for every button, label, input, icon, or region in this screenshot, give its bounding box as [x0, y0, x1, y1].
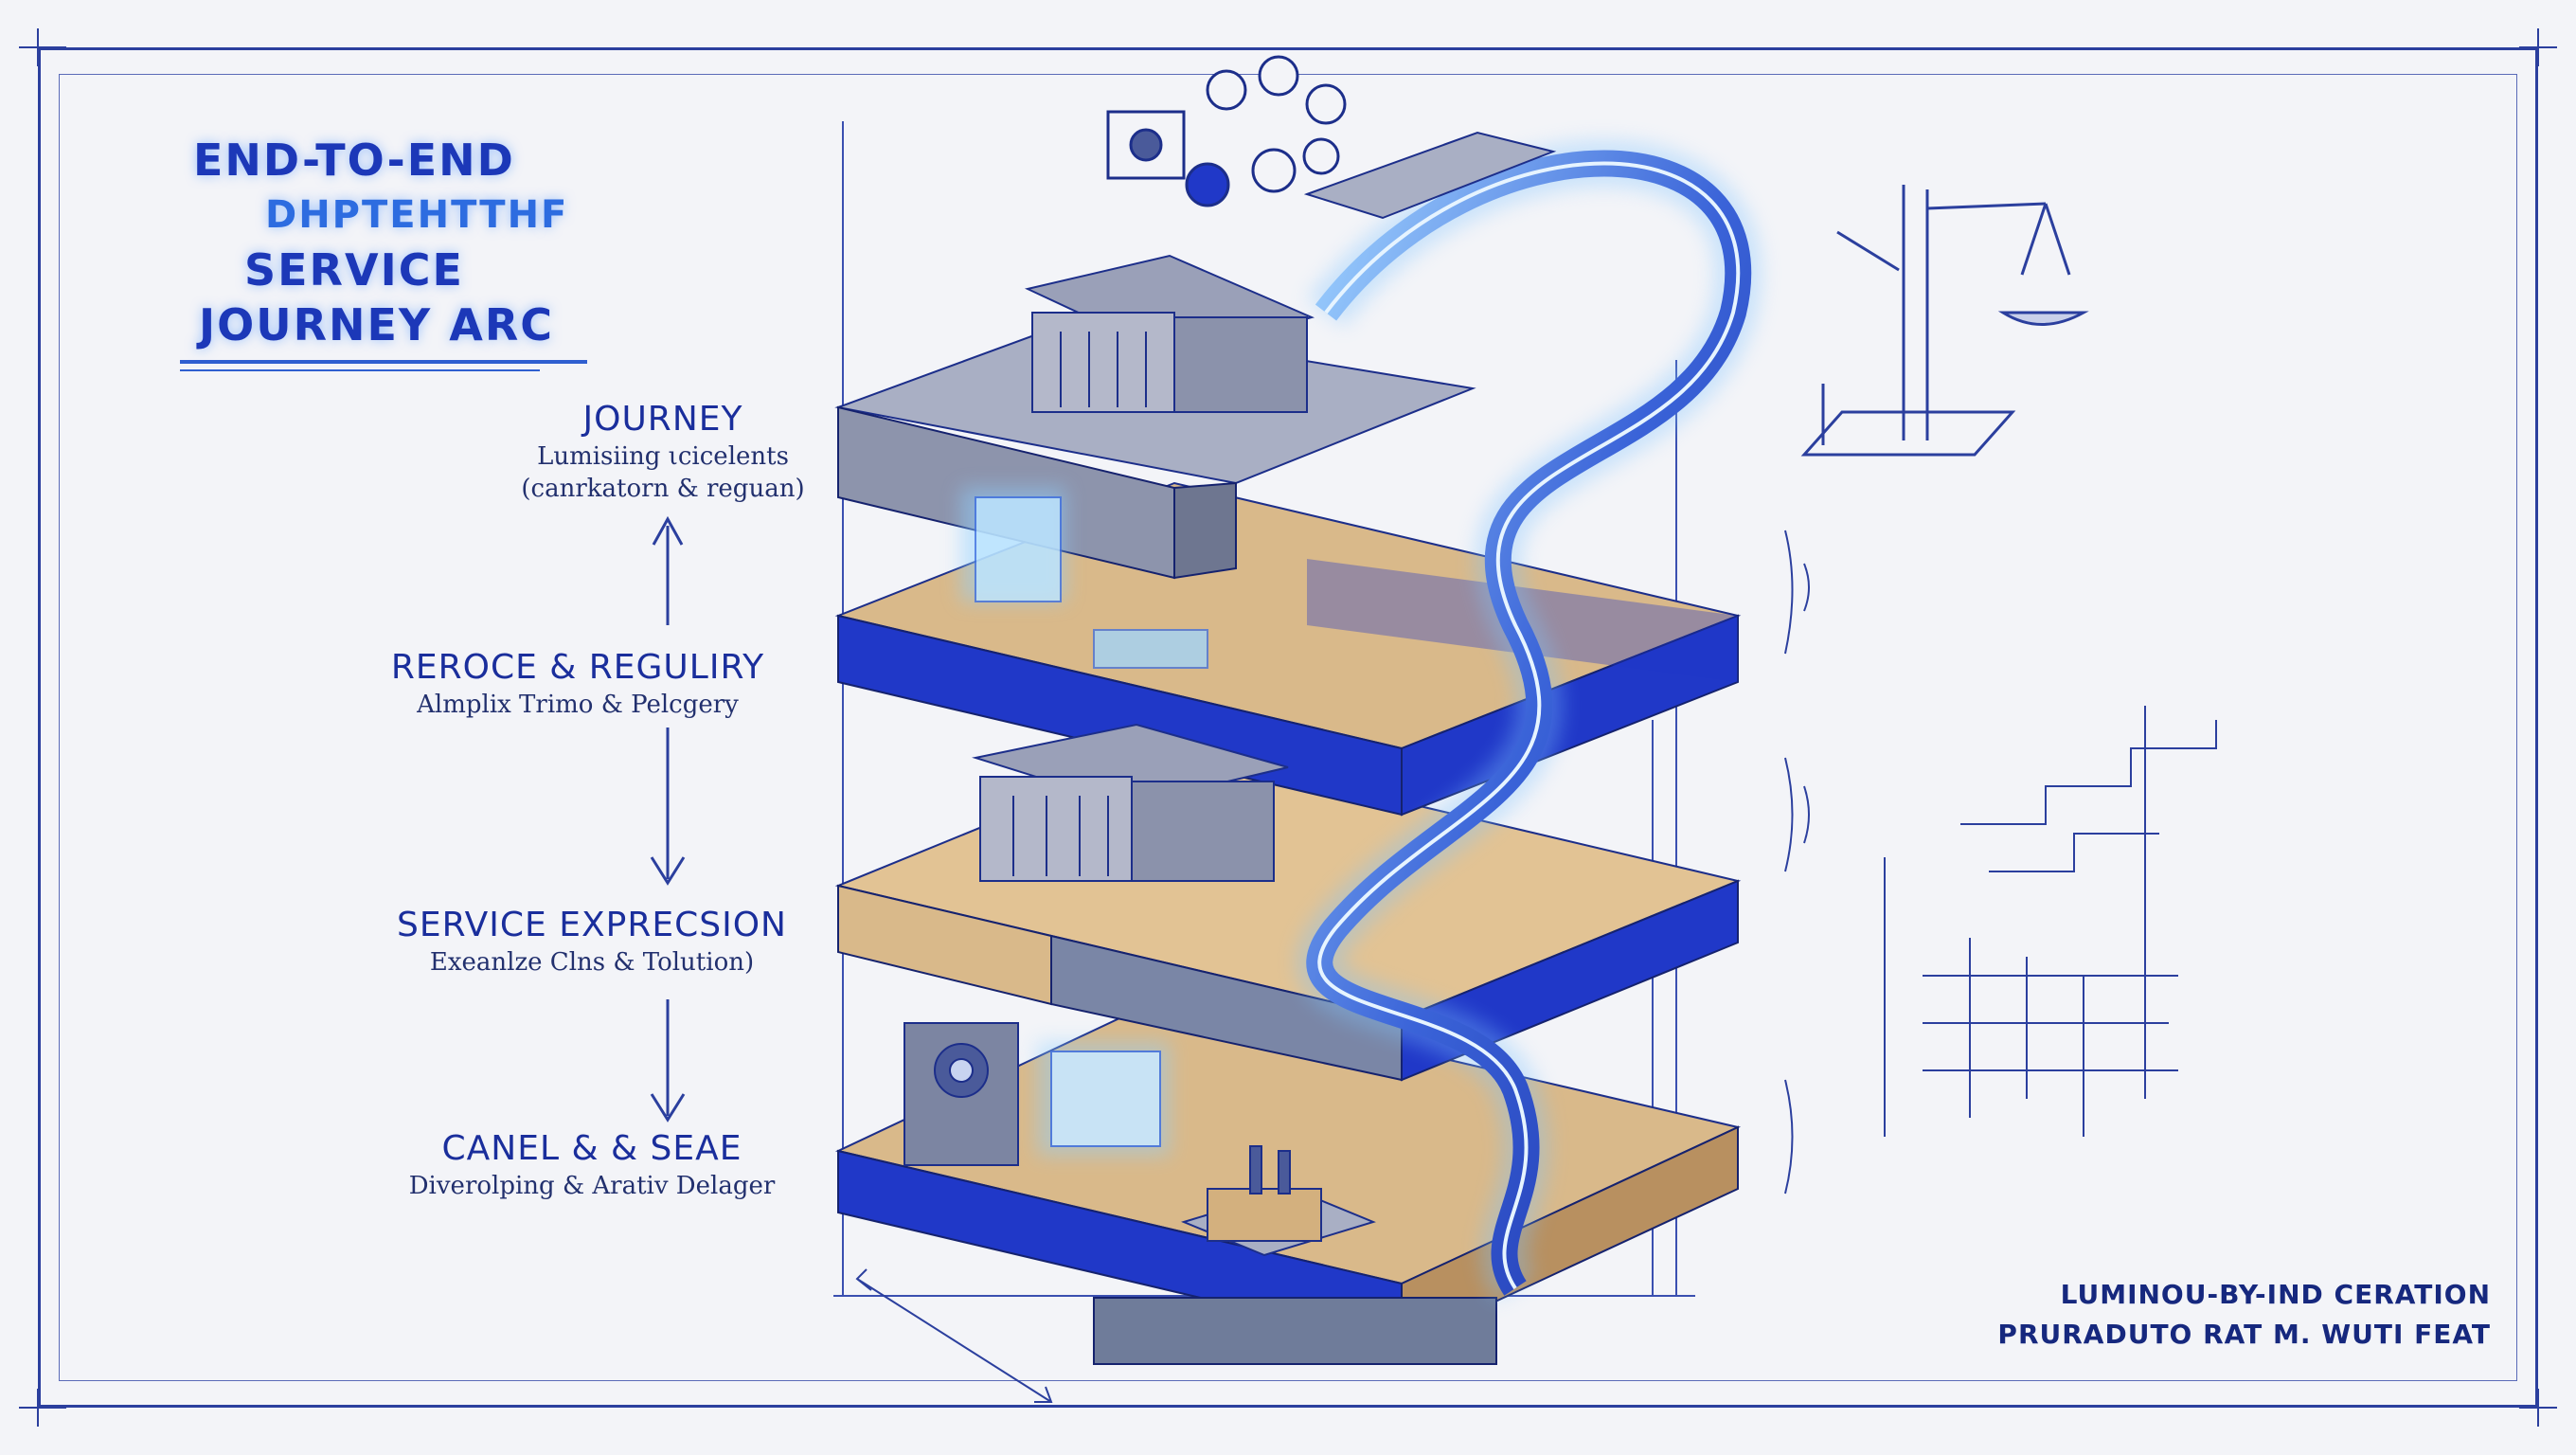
- title-line-2: DHPTEHTTHF: [265, 193, 569, 237]
- step-heading: CANEL & & SEAE: [441, 1129, 742, 1168]
- diagram-title-block: END-TO-END DHPTEHTTHF SERVICE JOURNEY AR…: [180, 133, 597, 371]
- title-line-1: END-TO-END: [193, 135, 515, 186]
- step-sub: (canrkatorn & reguan): [521, 475, 805, 503]
- architecture-sketch: [1884, 706, 2217, 1137]
- step-sub: Exeanlze Clns & Tolution): [429, 948, 755, 977]
- step-heading: REROCE & REGULIRY: [390, 648, 765, 687]
- journey-ribbon: [1296, 139, 1762, 1302]
- margin-brackets: [1784, 530, 1810, 1195]
- step-journey: JOURNEY Lumisiing ιcicelents (canrkatorn…: [502, 400, 824, 503]
- title-underline-thin: [180, 369, 540, 371]
- title-underline: [180, 360, 587, 364]
- factory-block: [1181, 1145, 1376, 1257]
- footer-caption: LUMINOU-BY-IND CERATION PRURADUTO RAT M.…: [1923, 1275, 2491, 1355]
- footer-line-1: LUMINOU-BY-IND CERATION: [2060, 1279, 2491, 1310]
- courthouse-top: [1024, 254, 1315, 413]
- glow-panels: [961, 488, 1208, 1156]
- top-bridge: [1303, 131, 1557, 220]
- step-sub: Almplix Trimo & Pelcgery: [417, 691, 739, 719]
- machine-block: [903, 1022, 1019, 1166]
- step-service: SERVICE EXPRECSION Exeanlze Clns & Tolut…: [360, 906, 824, 977]
- step-heading: SERVICE EXPRECSION: [397, 906, 787, 944]
- title-line-3: SERVICE: [244, 244, 464, 296]
- footer-line-2: PRURADUTO RAT M. WUTI FEAT: [1997, 1319, 2491, 1350]
- blueprint-outer-frame: [38, 47, 2538, 1408]
- step-channel: CANEL & & SEAE Diverolping & Arativ Dela…: [369, 1129, 814, 1200]
- title-line-4: JOURNEY ARC: [199, 299, 555, 350]
- people-icon-cluster: [1106, 55, 1347, 207]
- courthouse-middle: [972, 723, 1289, 882]
- corner-ticks: [19, 28, 2557, 1427]
- step-regulatory: REROCE & REGULIRY Almplix Trimo & Pelcge…: [341, 648, 814, 719]
- step-heading: JOURNEY: [582, 400, 743, 439]
- step-sub: Diverolping & Arativ Delager: [408, 1172, 776, 1200]
- step-sub: Lumisiing ιcicelents: [537, 442, 789, 471]
- dimension-arrow: [855, 1268, 1053, 1403]
- scale-sketch: [1800, 185, 2089, 457]
- process-arrows: [650, 515, 686, 1123]
